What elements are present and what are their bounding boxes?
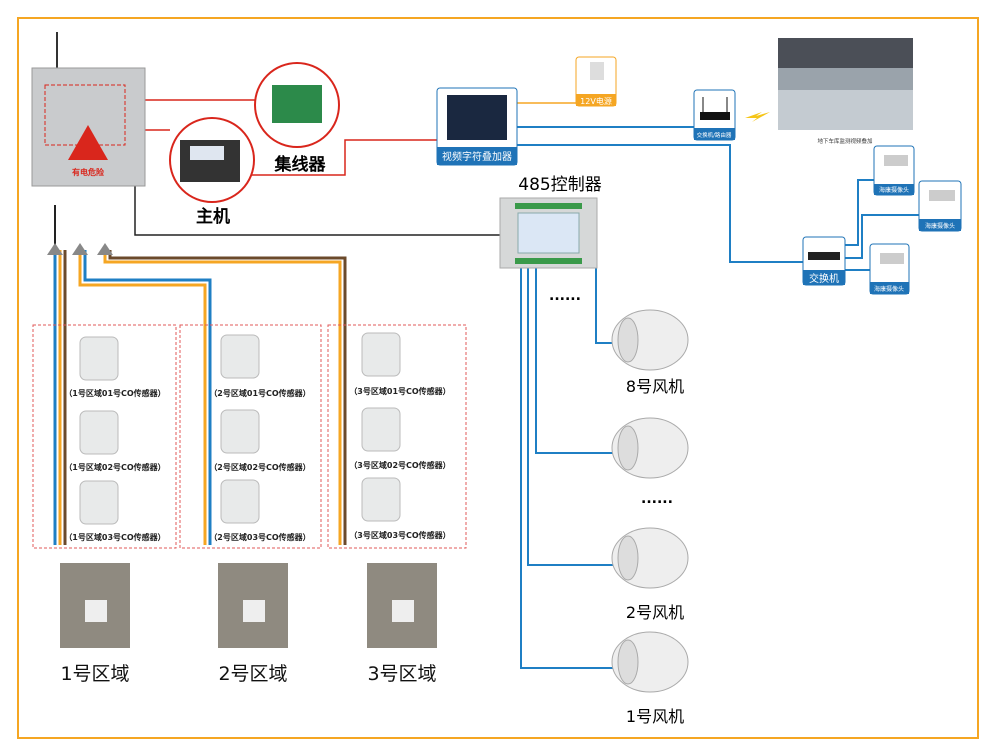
fan-2-label: 2号风机 bbox=[626, 603, 684, 622]
switch-label: 交换机 bbox=[809, 272, 839, 285]
ellipsis-1: ...... bbox=[549, 288, 581, 304]
router-device bbox=[693, 89, 736, 141]
fan-1-label: 1号风机 bbox=[626, 707, 684, 726]
sensor-label: （1号区域01号CO传感器） bbox=[64, 388, 165, 398]
video-overlay-device bbox=[436, 87, 518, 166]
monitor-image bbox=[778, 38, 913, 130]
camera-1 bbox=[873, 145, 915, 196]
camera-2 bbox=[918, 180, 962, 232]
rs485-controller bbox=[499, 197, 598, 269]
sensor-label: （3号区域01号CO传感器） bbox=[349, 386, 450, 396]
sensor-label: （2号区域03号CO传感器） bbox=[209, 532, 310, 542]
fan-8-label: 8号风机 bbox=[626, 377, 684, 396]
cabinet-warning: 有电危险 bbox=[72, 167, 105, 177]
wireless-icon bbox=[745, 112, 770, 122]
camera-1-label: 海康摄像头 bbox=[879, 186, 909, 194]
hub-device bbox=[254, 62, 340, 148]
control-cabinet: 有电危险 bbox=[31, 32, 146, 187]
frame-border bbox=[17, 17, 979, 739]
zone-2-label: 2号区域 bbox=[218, 663, 287, 685]
sensor-label: （2号区域02号CO传感器） bbox=[209, 462, 310, 472]
sensor-label: （1号区域02号CO传感器） bbox=[64, 462, 165, 472]
sensor-label: （2号区域01号CO传感器） bbox=[209, 388, 310, 398]
sensor-label: （3号区域03号CO传感器） bbox=[349, 530, 450, 540]
host-device bbox=[169, 117, 255, 203]
co-sensors bbox=[79, 332, 401, 525]
fan-icons bbox=[611, 309, 689, 693]
controller-label: 485控制器 bbox=[518, 175, 601, 195]
sensor-label: （3号区域02号CO传感器） bbox=[349, 460, 450, 470]
overlay-label: 视频字符叠加器 bbox=[442, 150, 512, 163]
camera-3 bbox=[869, 243, 910, 295]
zone-3-label: 3号区域 bbox=[367, 663, 436, 685]
monitor-caption: 地下车库监测视频叠加 bbox=[817, 137, 872, 145]
bus-arrows bbox=[47, 243, 113, 255]
network-switch bbox=[802, 236, 846, 286]
power-supply bbox=[575, 56, 617, 107]
camera-3-label: 海康摄像头 bbox=[874, 285, 904, 293]
ellipsis-2: ...... bbox=[641, 491, 673, 507]
zone-photos bbox=[60, 563, 437, 648]
warning-icon bbox=[68, 125, 108, 160]
camera-2-label: 海康摄像头 bbox=[925, 222, 955, 230]
router-label: 交换机/路由器 bbox=[697, 131, 732, 139]
hub-label: 集线器 bbox=[274, 154, 327, 175]
host-label: 主机 bbox=[196, 206, 230, 227]
zone-boxes bbox=[32, 324, 467, 549]
zone-1-label: 1号区域 bbox=[60, 663, 129, 685]
sensor-label: （1号区域03号CO传感器） bbox=[64, 532, 165, 542]
power-label: 12V电源 bbox=[580, 96, 612, 106]
